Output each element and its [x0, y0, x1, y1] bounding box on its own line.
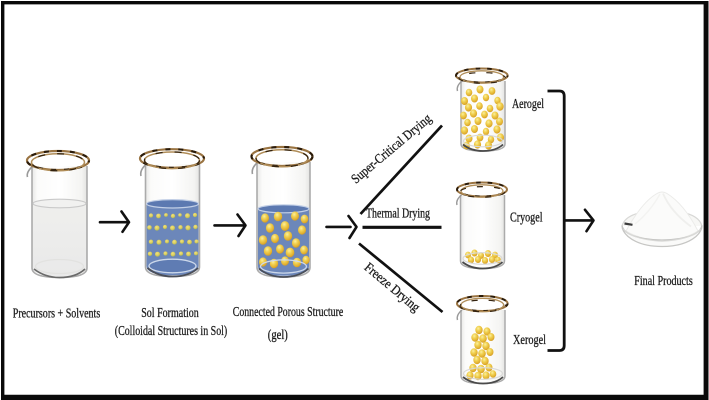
svg-text:Thermal Drying: Thermal Drying	[366, 207, 430, 222]
svg-text:Precursors + Solvents: Precursors + Solvents	[13, 307, 101, 322]
svg-text:Aerogel: Aerogel	[512, 97, 544, 112]
svg-text:Xerogel: Xerogel	[513, 333, 546, 348]
svg-text:Cryogel: Cryogel	[510, 211, 543, 226]
svg-text:Final Products: Final Products	[634, 274, 693, 289]
svg-text:(Colloidal Structures in Sol): (Colloidal Structures in Sol)	[115, 324, 228, 339]
svg-text:(gel): (gel)	[268, 328, 288, 343]
svg-text:Sol Formation: Sol Formation	[141, 306, 199, 321]
svg-text:Connected Porous Structure: Connected Porous Structure	[233, 305, 344, 320]
